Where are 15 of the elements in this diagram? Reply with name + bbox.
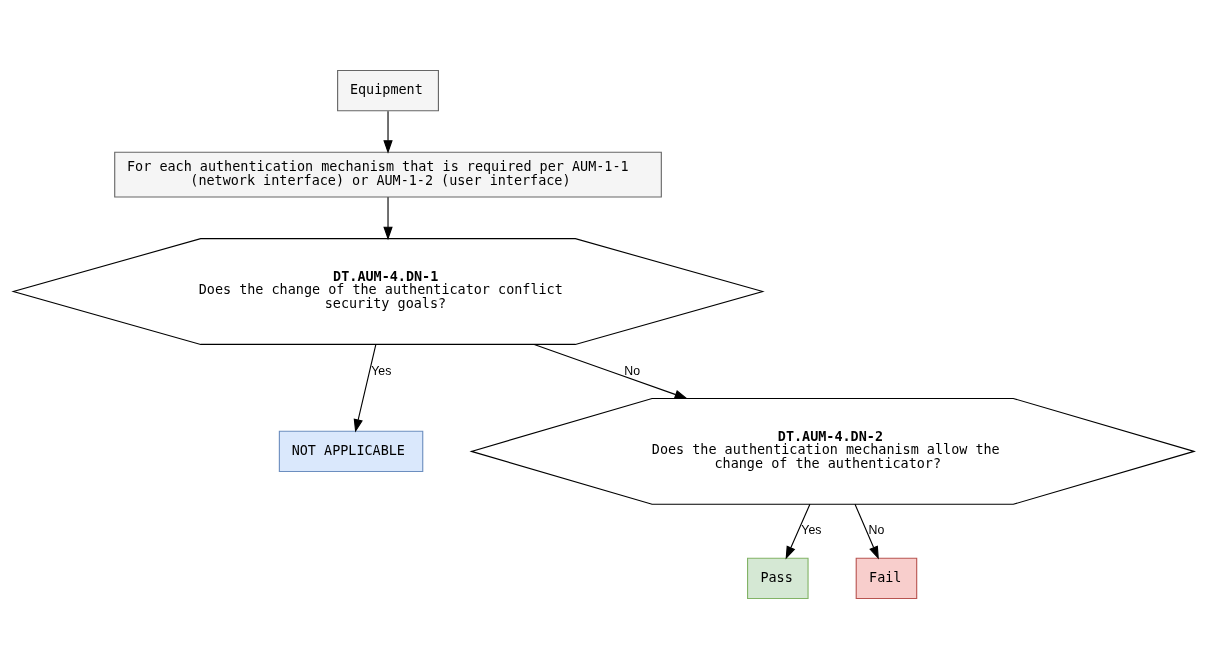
node-box: Fail xyxy=(855,557,918,599)
arrow xyxy=(785,503,811,560)
edge-label: Yes xyxy=(371,363,392,378)
arrow xyxy=(383,110,393,154)
edge-label: No xyxy=(868,522,885,537)
arrow xyxy=(533,343,688,399)
node-box: For each authentication mechanism that is required per AUM-1-1 (network interface) or AUM-1-2 (user interface) xyxy=(114,151,662,198)
arrow xyxy=(353,343,377,433)
arrow xyxy=(383,196,393,240)
node-box: Equipment xyxy=(337,69,439,111)
edge-label: Yes xyxy=(801,522,822,537)
node-box: NOT APPLICABLE xyxy=(278,430,424,472)
node-box: Pass xyxy=(747,557,809,599)
arrow xyxy=(854,503,879,560)
edge-label: No xyxy=(624,363,641,378)
